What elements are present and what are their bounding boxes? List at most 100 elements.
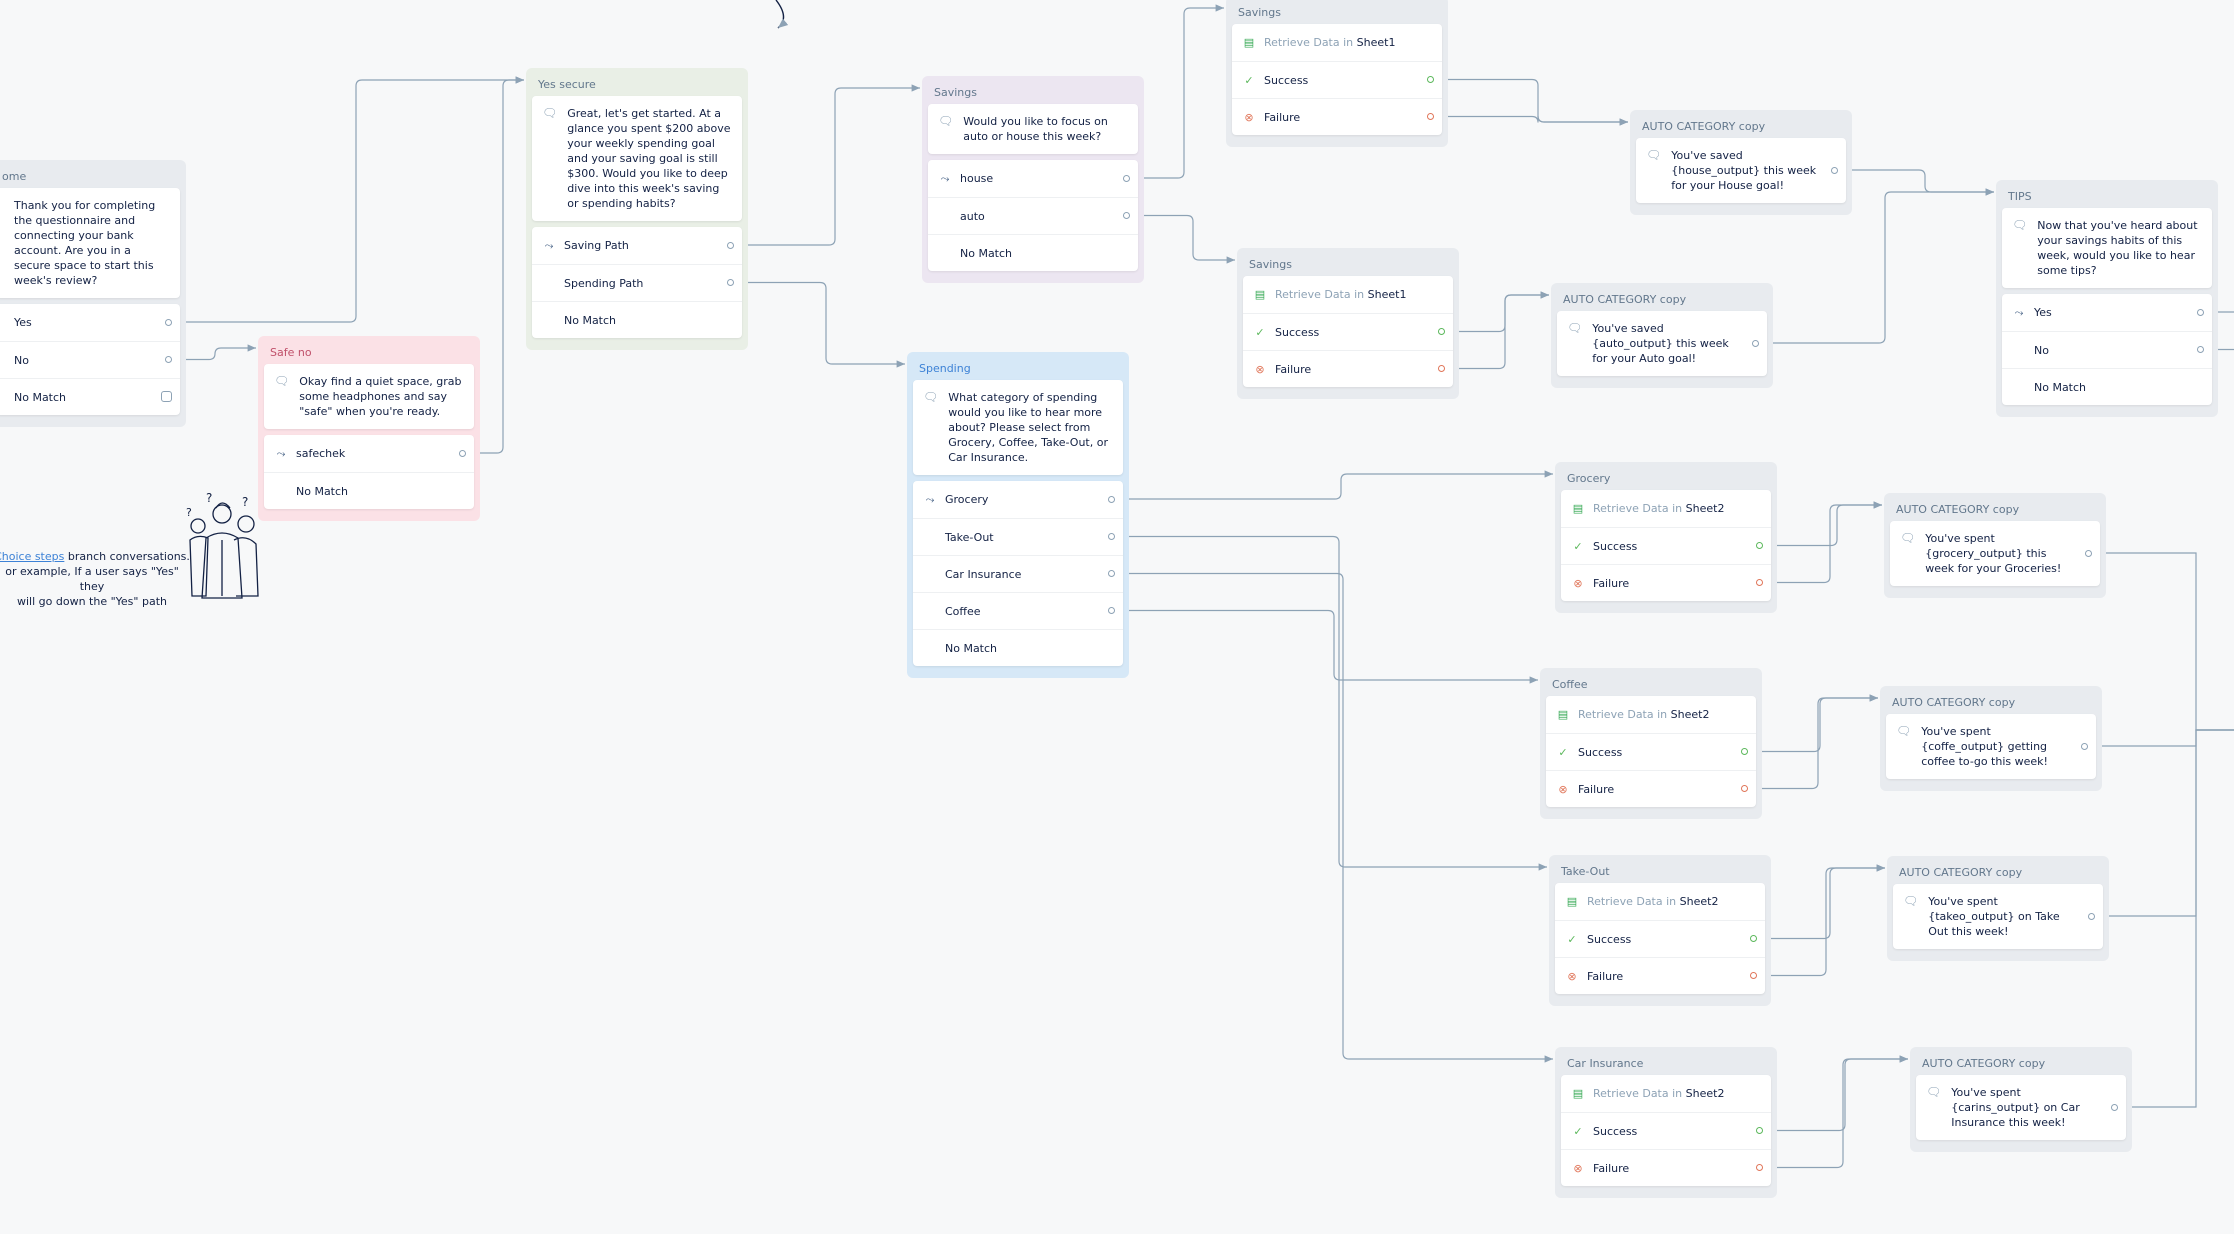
block-coffee-data[interactable]: Coffee ▤Retrieve Data in Sheet2 ✓Success… (1540, 668, 1762, 819)
port[interactable] (1756, 579, 1763, 586)
speak-step[interactable]: 🗨You've saved {auto_output} this week fo… (1557, 311, 1767, 376)
speak-step[interactable]: 🗨You've spent {carins_output} on Car Ins… (1916, 1075, 2126, 1140)
port[interactable] (2197, 346, 2204, 353)
choice-step[interactable]: ⤳house auto No Match (928, 160, 1138, 271)
choice-yes[interactable]: ⤳Yes (2002, 294, 2212, 331)
port[interactable] (1438, 365, 1445, 372)
choice-car-insurance[interactable]: Car Insurance (913, 555, 1123, 592)
port[interactable] (2085, 549, 2092, 557)
port[interactable] (1123, 212, 1130, 219)
failure-path[interactable]: ⊗Failure (1243, 350, 1453, 387)
choice-no-match[interactable]: No Match (0, 378, 180, 415)
port[interactable] (459, 449, 466, 457)
port[interactable] (1123, 174, 1130, 182)
port[interactable] (1756, 542, 1763, 549)
speak-step[interactable]: Thank you for completing the questionnai… (0, 188, 180, 298)
speak-step[interactable]: 🗨Great, let's get started. At a glance y… (532, 96, 742, 221)
port[interactable] (165, 318, 172, 326)
port[interactable] (1756, 1127, 1763, 1134)
speak-step[interactable]: 🗨You've spent {grocery_output} this week… (1890, 521, 2100, 586)
port[interactable] (1756, 1164, 1763, 1171)
block-welcome[interactable]: ome Thank you for completing the questio… (0, 160, 186, 427)
failure-path[interactable]: ⊗Failure (1555, 957, 1765, 994)
block-yes-secure[interactable]: Yes secure 🗨Great, let's get started. At… (526, 68, 748, 350)
choice-step[interactable]: ⤳Grocery Take-Out Car Insurance Coffee N… (913, 481, 1123, 666)
block-auto-takeout[interactable]: AUTO CATEGORY copy 🗨You've spent {takeo_… (1887, 856, 2109, 961)
choice-step[interactable]: ⤳Yes No No Match (2002, 294, 2212, 405)
success-path[interactable]: ✓Success (1243, 313, 1453, 350)
block-savings-auto-data[interactable]: Savings ▤Retrieve Data in Sheet1 ✓Succes… (1237, 248, 1459, 399)
block-auto-auto[interactable]: AUTO CATEGORY copy 🗨You've saved {auto_o… (1551, 283, 1773, 388)
port[interactable] (1108, 570, 1115, 577)
port[interactable] (165, 356, 172, 363)
block-car-insurance-data[interactable]: Car Insurance ▤Retrieve Data in Sheet2 ✓… (1555, 1047, 1777, 1198)
choice-no[interactable]: No (0, 341, 180, 378)
choice-steps-link[interactable]: Choice steps (0, 550, 65, 563)
retrieve-data-row[interactable]: ▤Retrieve Data in Sheet2 (1561, 490, 1771, 527)
port[interactable] (1427, 113, 1434, 120)
success-path[interactable]: ✓Success (1232, 61, 1442, 98)
port[interactable] (1438, 328, 1445, 335)
port[interactable] (161, 391, 172, 402)
retrieve-data-row[interactable]: ▤Retrieve Data in Sheet2 (1546, 696, 1756, 733)
choice-step[interactable]: ⤳Saving Path Spending Path No Match (532, 227, 742, 338)
success-path[interactable]: ✓Success (1555, 920, 1765, 957)
choice-take-out[interactable]: Take-Out (913, 518, 1123, 555)
integration-step[interactable]: ▤Retrieve Data in Sheet2 ✓Success ⊗Failu… (1561, 1075, 1771, 1186)
choice-step[interactable]: ⤳safechek No Match (264, 435, 474, 509)
block-auto-car-insurance[interactable]: AUTO CATEGORY copy 🗨You've spent {carins… (1910, 1047, 2132, 1152)
speak-step[interactable]: 🗨Would you like to focus on auto or hous… (928, 104, 1138, 154)
choice-no-match[interactable]: No Match (913, 629, 1123, 666)
block-takeout-data[interactable]: Take-Out ▤Retrieve Data in Sheet2 ✓Succe… (1549, 855, 1771, 1006)
port[interactable] (1752, 339, 1759, 347)
port[interactable] (1741, 748, 1748, 755)
block-safe-no[interactable]: Safe no 🗨Okay find a quiet space, grab s… (258, 336, 480, 521)
port[interactable] (2111, 1103, 2118, 1111)
choice-no-match[interactable]: No Match (928, 234, 1138, 271)
port[interactable] (1750, 972, 1757, 979)
failure-path[interactable]: ⊗Failure (1561, 564, 1771, 601)
port[interactable] (1750, 935, 1757, 942)
block-spending[interactable]: Spending 🗨What category of spending woul… (907, 352, 1129, 678)
failure-path[interactable]: ⊗Failure (1546, 770, 1756, 807)
port[interactable] (1427, 76, 1434, 83)
choice-no-match[interactable]: No Match (532, 301, 742, 338)
port[interactable] (727, 279, 734, 286)
retrieve-data-row[interactable]: ▤Retrieve Data in Sheet2 (1561, 1075, 1771, 1112)
success-path[interactable]: ✓Success (1546, 733, 1756, 770)
port[interactable] (2088, 912, 2095, 920)
speak-step[interactable]: 🗨Now that you've heard about your saving… (2002, 208, 2212, 288)
port[interactable] (2197, 308, 2204, 316)
choice-saving-path[interactable]: ⤳Saving Path (532, 227, 742, 264)
speak-step[interactable]: 🗨You've spent {takeo_output} on Take Out… (1893, 884, 2103, 949)
success-path[interactable]: ✓Success (1561, 527, 1771, 564)
port[interactable] (727, 241, 734, 249)
choice-auto[interactable]: auto (928, 197, 1138, 234)
choice-no-match[interactable]: No Match (2002, 368, 2212, 405)
retrieve-data-row[interactable]: ▤Retrieve Data in Sheet1 (1232, 24, 1442, 61)
retrieve-data-row[interactable]: ▤Retrieve Data in Sheet1 (1243, 276, 1453, 313)
speak-step[interactable]: 🗨You've spent {coffe_output} getting cof… (1886, 714, 2096, 779)
choice-step[interactable]: Yes No No Match (0, 304, 180, 415)
success-path[interactable]: ✓Success (1561, 1112, 1771, 1149)
integration-step[interactable]: ▤Retrieve Data in Sheet2 ✓Success ⊗Failu… (1546, 696, 1756, 807)
integration-step[interactable]: ▤Retrieve Data in Sheet2 ✓Success ⊗Failu… (1555, 883, 1765, 994)
failure-path[interactable]: ⊗Failure (1232, 98, 1442, 135)
block-auto-house[interactable]: AUTO CATEGORY copy 🗨You've saved {house_… (1630, 110, 1852, 215)
block-tips[interactable]: TIPS 🗨Now that you've heard about your s… (1996, 180, 2218, 417)
port[interactable] (1831, 166, 1838, 174)
block-grocery-data[interactable]: Grocery ▤Retrieve Data in Sheet2 ✓Succes… (1555, 462, 1777, 613)
block-auto-coffee[interactable]: AUTO CATEGORY copy 🗨You've spent {coffe_… (1880, 686, 2102, 791)
speak-step[interactable]: 🗨Okay find a quiet space, grab some head… (264, 364, 474, 429)
integration-step[interactable]: ▤Retrieve Data in Sheet1 ✓Success ⊗Failu… (1243, 276, 1453, 387)
integration-step[interactable]: ▤Retrieve Data in Sheet2 ✓Success ⊗Failu… (1561, 490, 1771, 601)
choice-no-match[interactable]: No Match (264, 472, 474, 509)
port[interactable] (1108, 495, 1115, 503)
block-savings-choice[interactable]: Savings 🗨Would you like to focus on auto… (922, 76, 1144, 283)
block-savings-house-data[interactable]: Savings ▤Retrieve Data in Sheet1 ✓Succes… (1226, 0, 1448, 147)
integration-step[interactable]: ▤Retrieve Data in Sheet1 ✓Success ⊗Failu… (1232, 24, 1442, 135)
port[interactable] (1741, 785, 1748, 792)
speak-step[interactable]: 🗨You've saved {house_output} this week f… (1636, 138, 1846, 203)
choice-grocery[interactable]: ⤳Grocery (913, 481, 1123, 518)
